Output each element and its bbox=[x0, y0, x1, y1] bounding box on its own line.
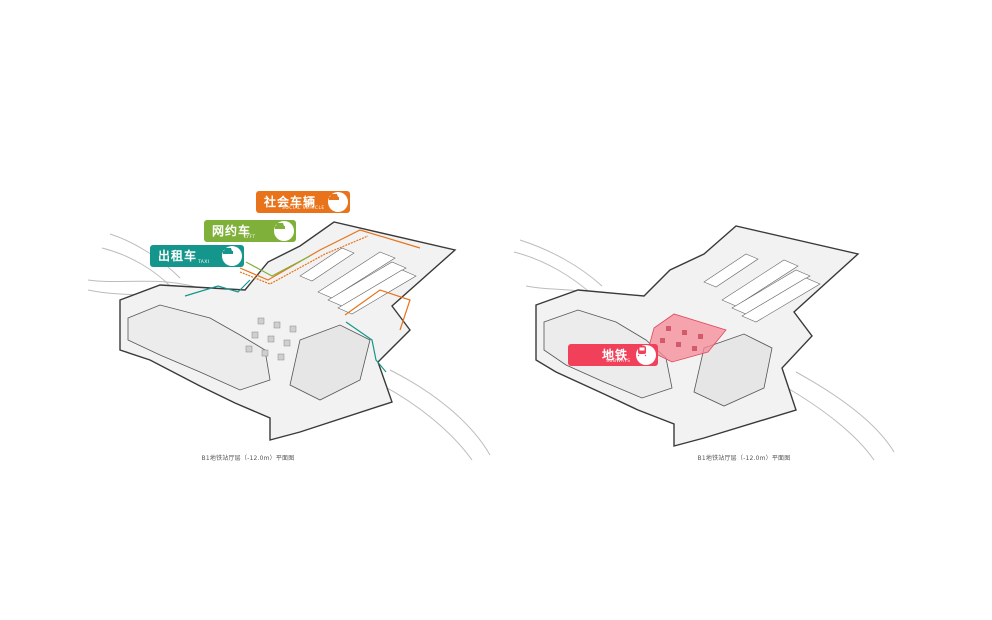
concourse-grid bbox=[660, 326, 703, 351]
right-plan-caption: B1地铁站厅层（-12.0m）平面图 bbox=[697, 455, 791, 462]
lyft-tag: 网约车 LYFT bbox=[204, 220, 296, 242]
car-icon bbox=[328, 192, 348, 212]
left-plan-drawing bbox=[87, 221, 491, 461]
social-vehicle-label: 社会车辆 bbox=[264, 195, 317, 209]
taxi-sublabel: TAXI bbox=[198, 260, 210, 265]
left-plan-caption: B1地铁站厅层（-12.0m）平面图 bbox=[201, 455, 295, 462]
concourse-grid bbox=[245, 317, 297, 361]
right-plan-panel: 地铁 SUBWAYS B1地铁站厅层（-12.0m）平面图 bbox=[496, 0, 992, 620]
taxi-label: 出租车 bbox=[158, 249, 198, 263]
vehicle-routes bbox=[184, 229, 421, 373]
taxi-tag: 出租车 TAXI bbox=[150, 245, 244, 267]
parking-rows bbox=[703, 253, 821, 323]
context-lines bbox=[87, 233, 491, 461]
subway-tag: 地铁 SUBWAYS bbox=[568, 344, 658, 366]
lyft-sublabel: LYFT bbox=[244, 235, 256, 240]
social-vehicle-sublabel: SOCIAL VEHICLE bbox=[282, 206, 325, 211]
right-plan-drawing bbox=[513, 225, 895, 461]
social-vehicle-tag: 社会车辆 SOCIAL VEHICLE bbox=[256, 191, 350, 213]
parking-rows bbox=[299, 247, 417, 315]
car-icon bbox=[222, 246, 242, 266]
lyft-label: 网约车 bbox=[212, 224, 252, 238]
subway-sublabel: SUBWAYS bbox=[606, 359, 631, 364]
train-icon bbox=[636, 345, 656, 365]
subway-label: 地铁 bbox=[602, 348, 629, 362]
left-plan-panel: 社会车辆 SOCIAL VEHICLE 网约车 LYFT 出租车 TAXI B1… bbox=[87, 191, 491, 462]
car-icon bbox=[274, 221, 294, 241]
